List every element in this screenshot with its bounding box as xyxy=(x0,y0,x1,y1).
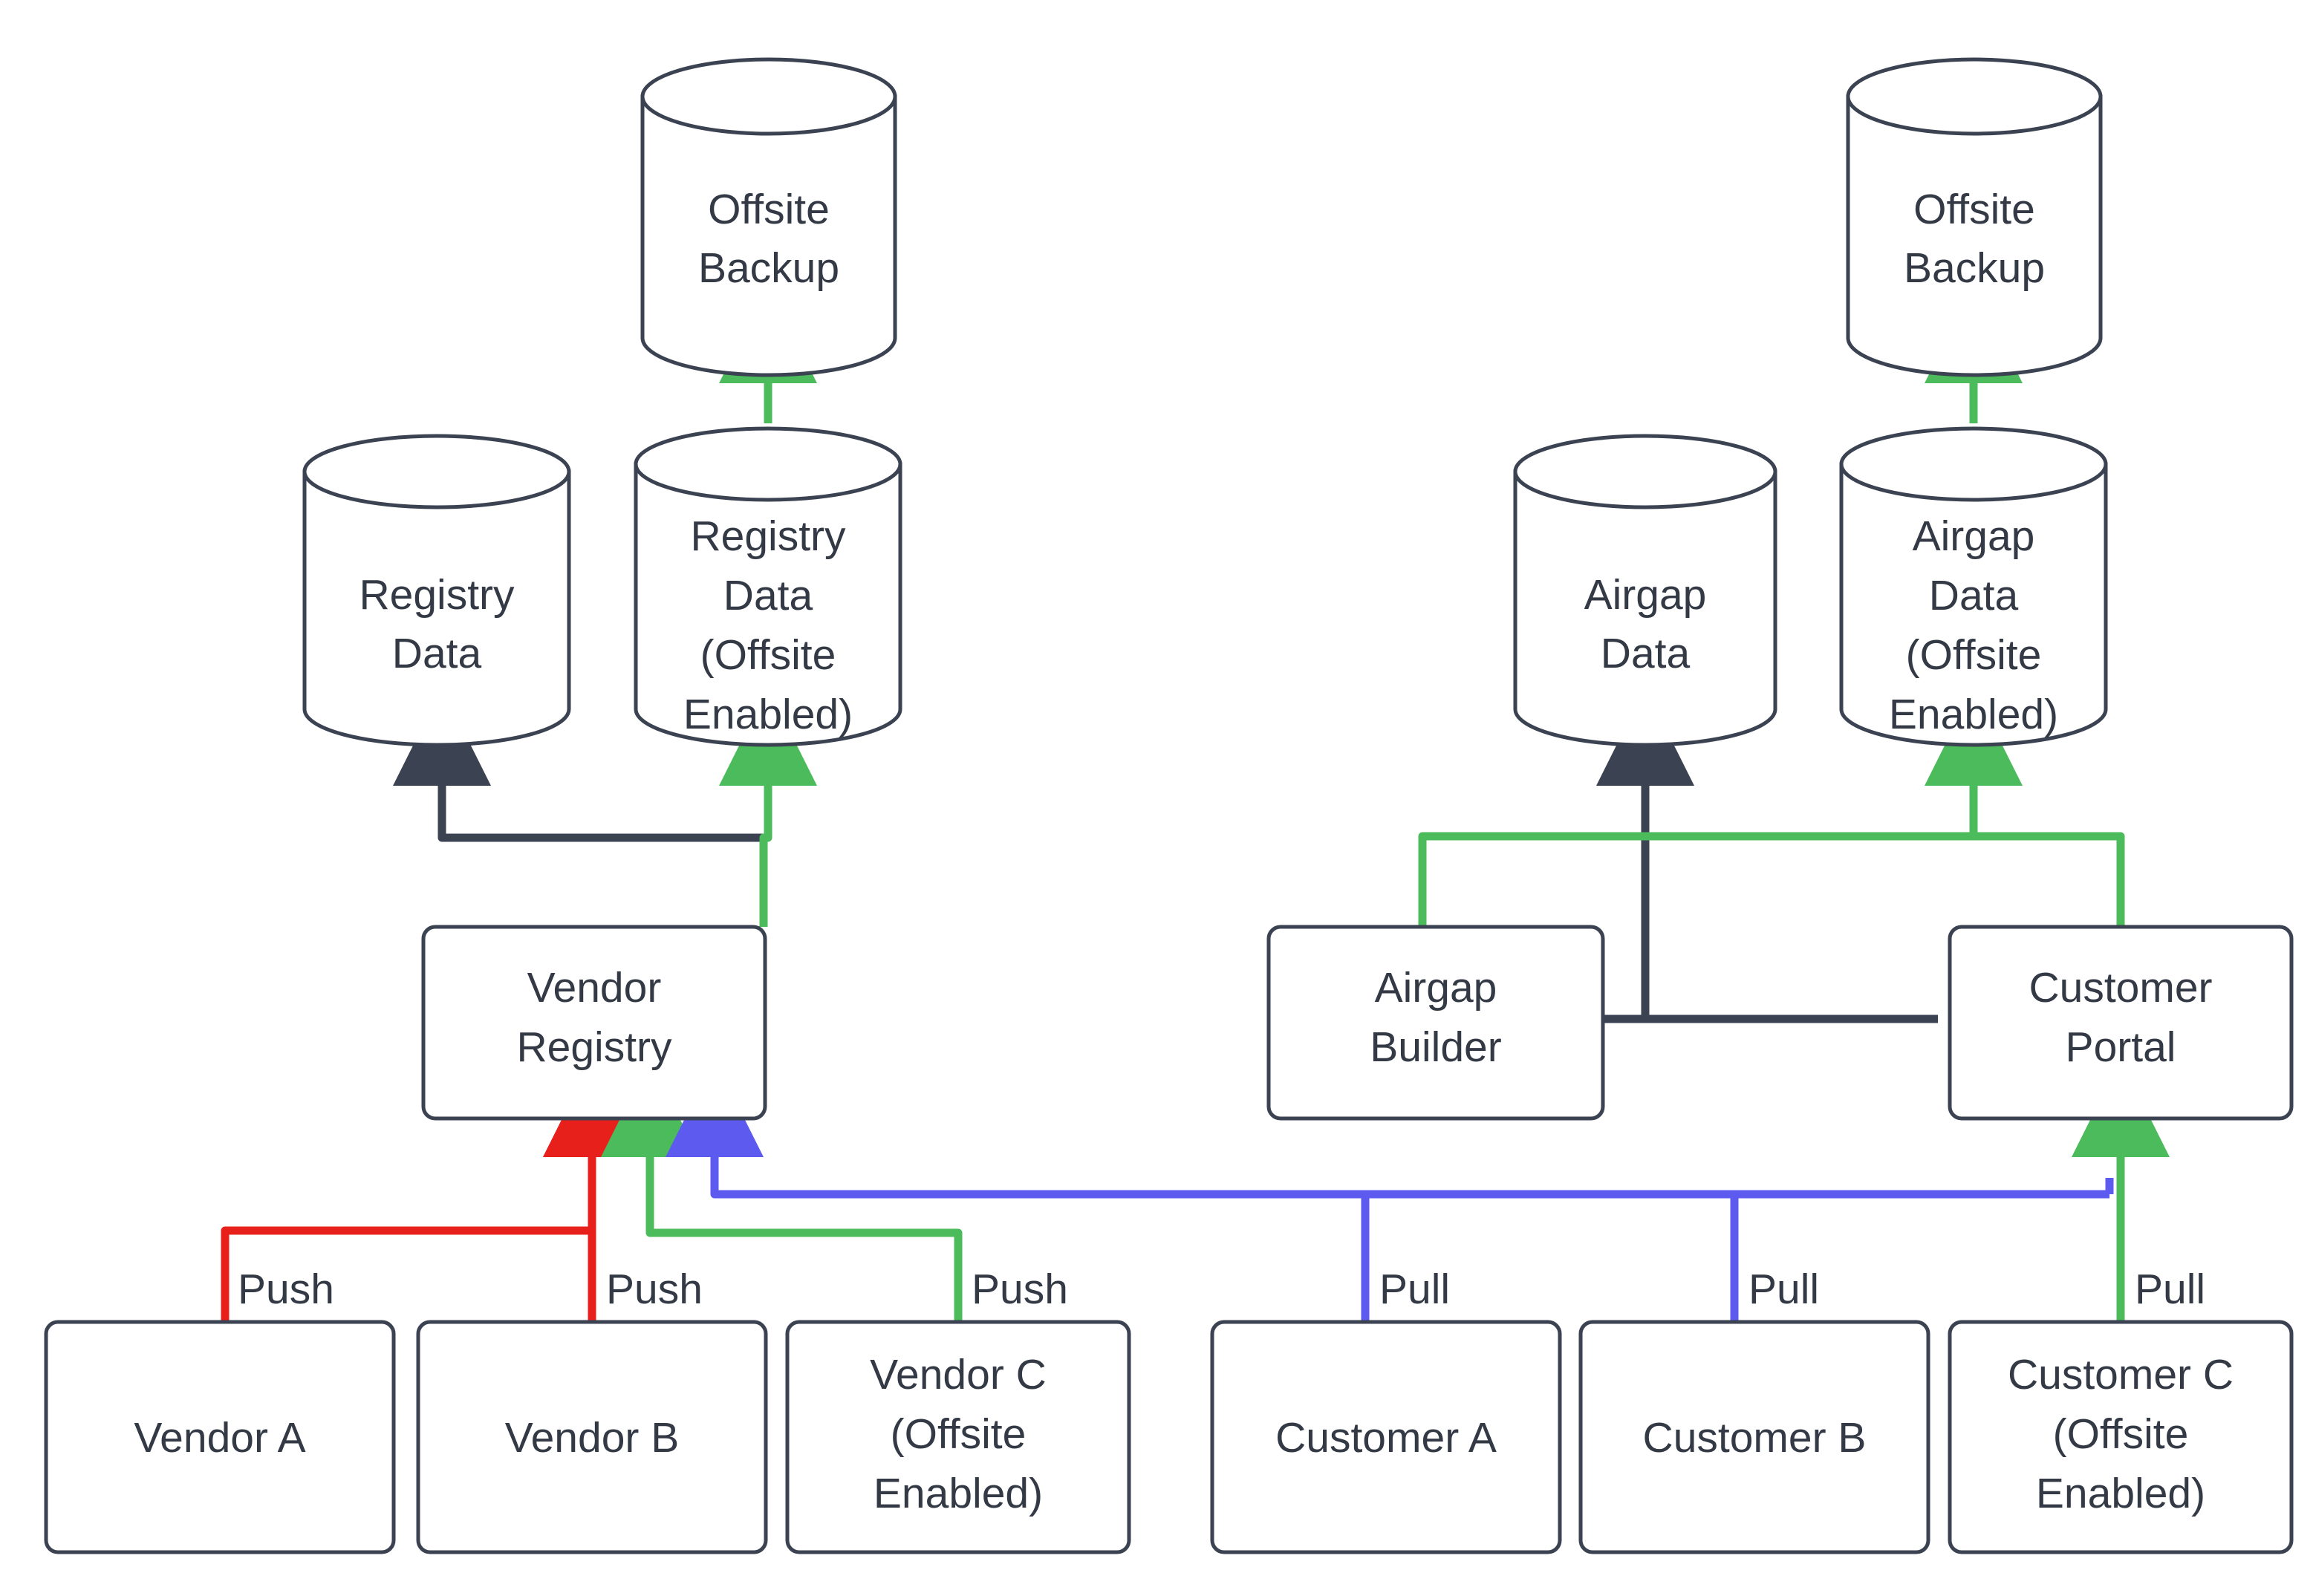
edge-customer-portal-to-airgap-data xyxy=(1596,688,1938,1023)
vendor-c-label-2: (Offsite xyxy=(891,1410,1027,1458)
edge-label-pull-customer-b: Pull xyxy=(1748,1266,1819,1313)
customer-a-label: Customer A xyxy=(1275,1414,1497,1462)
node-customer-b[interactable]: Customer B xyxy=(1578,1320,1930,1554)
node-airgap-data-offsite[interactable]: Airgap Data (Offsite Enabled) xyxy=(1839,426,2108,747)
customer-portal-label-2: Portal xyxy=(2066,1023,2176,1071)
registry-data-label-1: Registry xyxy=(359,571,515,619)
node-airgap-data[interactable]: Airgap Data xyxy=(1513,434,1777,747)
registry-data-offsite-label-3: (Offsite xyxy=(700,631,836,679)
customer-c-label-1: Customer C xyxy=(2008,1351,2234,1398)
registry-data-offsite-label-4: Enabled) xyxy=(683,691,853,738)
edge-label-push-vendor-a: Push xyxy=(238,1266,334,1313)
offsite-backup-right-label-2: Backup xyxy=(1904,244,2045,292)
node-vendor-c[interactable]: Vendor C (Offsite Enabled) xyxy=(785,1320,1131,1554)
registry-data-offsite-label-1: Registry xyxy=(690,512,846,560)
vendor-registry-label-2: Registry xyxy=(516,1023,672,1071)
node-customer-a[interactable]: Customer A xyxy=(1210,1320,1562,1554)
node-customer-c[interactable]: Customer C (Offsite Enabled) xyxy=(1948,1320,2294,1554)
offsite-backup-right-label-1: Offsite xyxy=(1913,186,2035,233)
edge-label-pull-customer-c: Pull xyxy=(2135,1266,2205,1313)
offsite-backup-left-label-1: Offsite xyxy=(708,186,830,233)
airgap-builder-label-1: Airgap xyxy=(1375,964,1497,1012)
node-airgap-builder[interactable]: Airgap Builder xyxy=(1266,925,1605,1121)
airgap-builder-label-2: Builder xyxy=(1370,1023,1501,1071)
airgap-data-offsite-label-4: Enabled) xyxy=(1889,691,2058,738)
vendor-a-label: Vendor A xyxy=(134,1414,305,1462)
airgap-data-offsite-label-1: Airgap xyxy=(1913,512,2035,560)
edge-airgap-builder-to-airgap-offsite xyxy=(1418,688,2023,927)
node-customer-portal[interactable]: Customer Portal xyxy=(1948,925,2294,1121)
customer-c-label-2: (Offsite xyxy=(2053,1410,2189,1458)
vendor-registry-label-1: Vendor xyxy=(527,964,662,1012)
node-vendor-b[interactable]: Vendor B xyxy=(416,1320,768,1554)
node-vendor-registry[interactable]: Vendor Registry xyxy=(421,925,767,1121)
customer-b-label: Customer B xyxy=(1643,1414,1867,1462)
airgap-data-label-2: Data xyxy=(1601,630,1691,677)
node-registry-data[interactable]: Registry Data xyxy=(302,434,571,747)
offsite-backup-left-label-2: Backup xyxy=(698,244,839,292)
airgap-data-label-1: Airgap xyxy=(1584,571,1707,619)
edge-vendor-registry-to-registry-data xyxy=(393,688,764,842)
registry-data-offsite-label-2: Data xyxy=(723,572,813,619)
edge-label-push-vendor-b: Push xyxy=(606,1266,703,1313)
edge-vendor-registry-to-registry-data-offsite xyxy=(719,688,817,927)
node-offsite-backup-left[interactable]: Offsite Backup xyxy=(640,57,897,377)
customer-portal-label-1: Customer xyxy=(2029,964,2212,1012)
edge-label-push-vendor-c: Push xyxy=(972,1266,1068,1313)
edge-customer-b-to-vendor-registry xyxy=(715,1190,1739,1322)
node-offsite-backup-right[interactable]: Offsite Backup xyxy=(1846,57,2103,377)
airgap-data-offsite-label-2: Data xyxy=(1929,572,2019,619)
node-vendor-a[interactable]: Vendor A xyxy=(44,1320,396,1554)
vendor-c-label-3: Enabled) xyxy=(874,1470,1043,1517)
edge-vendor-c-to-vendor-registry xyxy=(601,1059,963,1322)
edge-customer-portal-to-airgap-offsite xyxy=(1974,832,2125,927)
customer-c-label-3: Enabled) xyxy=(2036,1470,2205,1517)
airgap-data-offsite-label-3: (Offsite xyxy=(1906,631,2042,679)
vendor-b-label: Vendor B xyxy=(505,1414,680,1462)
node-registry-data-offsite[interactable]: Registry Data (Offsite Enabled) xyxy=(634,426,902,747)
edge-label-pull-customer-a: Pull xyxy=(1379,1266,1450,1313)
registry-data-label-2: Data xyxy=(392,630,482,677)
vendor-c-label-1: Vendor C xyxy=(870,1351,1047,1398)
